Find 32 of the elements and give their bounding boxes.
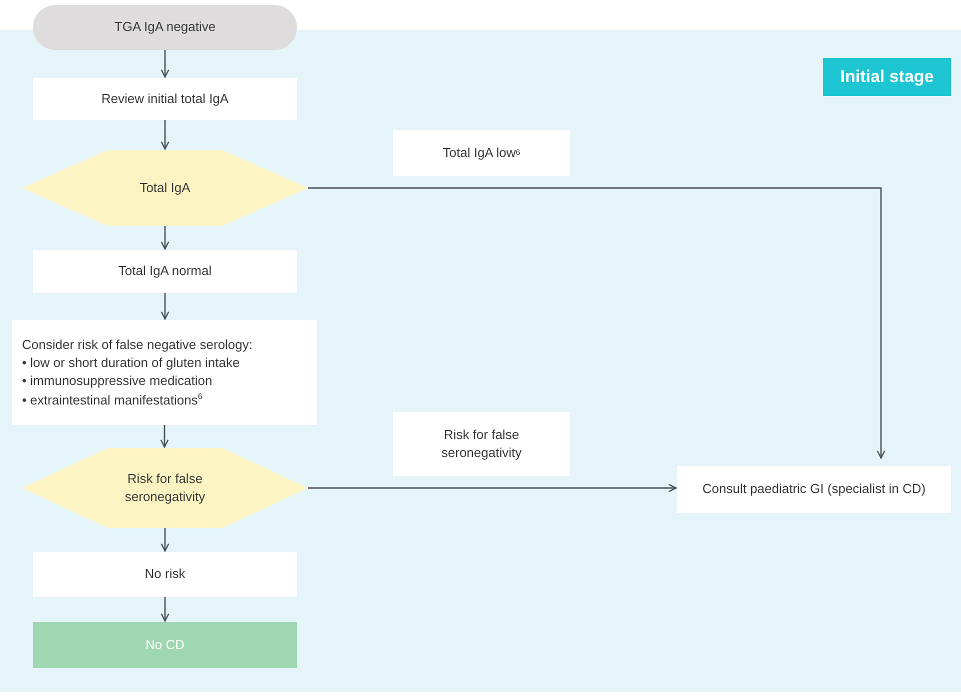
arrow (160, 293, 170, 320)
node-text: TGA IgA negative (114, 18, 216, 36)
decision-diamond (22, 150, 308, 226)
bullet-item: • immunosuppressive medication (22, 372, 212, 390)
process-box (677, 466, 951, 513)
node-text: No risk (144, 565, 186, 584)
arrow (308, 187, 886, 459)
arrow (160, 120, 170, 150)
node-text: Consult paediatric GI (specialist in CD) (702, 480, 926, 498)
node-text: Review initial total IgA (101, 90, 229, 108)
arrow (160, 597, 170, 622)
arrow (160, 425, 169, 448)
node-text: No CD (145, 636, 184, 654)
arrow (160, 528, 170, 552)
bullet-item: • extraintestinal manifestations$^{6}$ (22, 390, 202, 409)
arrow (308, 484, 677, 492)
decision-diamond (22, 448, 308, 528)
process-box (12, 320, 317, 425)
arrow (160, 50, 170, 78)
start-pill (33, 5, 297, 50)
end-box (33, 622, 297, 668)
process-box (33, 78, 297, 120)
stage-label: Initial stage (823, 58, 951, 96)
node-text: Total IgA normal (118, 262, 212, 280)
process-box (33, 552, 297, 597)
node-text: Total IgA (140, 178, 190, 197)
node-text: Risk for false seronegativity (124, 470, 206, 506)
process-box (33, 250, 297, 293)
arrow (160, 226, 170, 250)
box-heading: Consider risk of false negative serology: (22, 336, 253, 354)
edge-label: Risk for false seronegativity (393, 412, 570, 476)
bullet-item: • low or short duration of gluten intake (22, 354, 240, 372)
